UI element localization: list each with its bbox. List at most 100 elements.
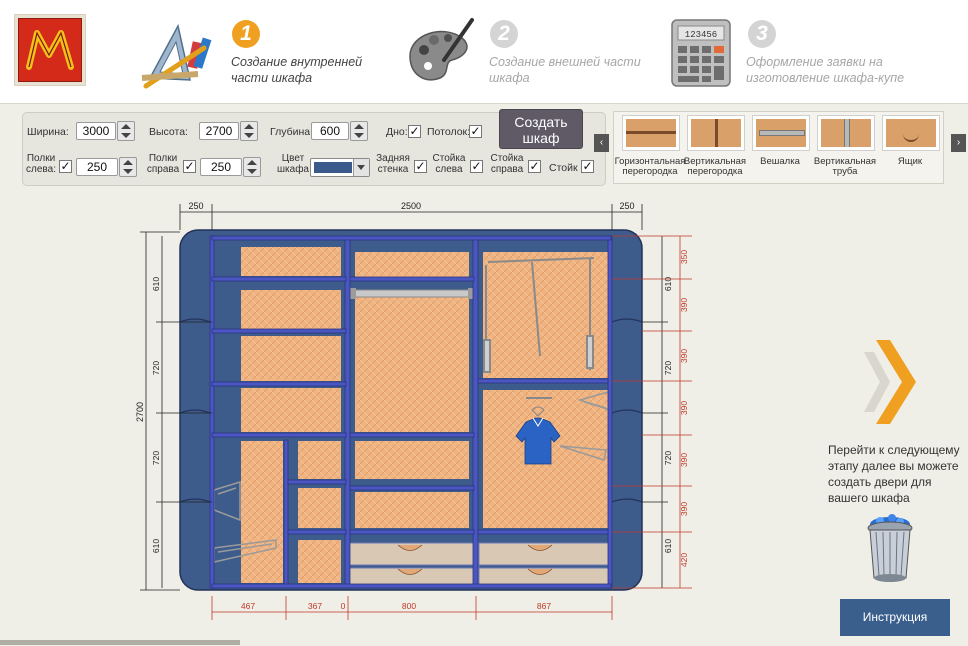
trash-bin-icon[interactable] — [864, 514, 916, 584]
step-3-number: 3 — [748, 20, 776, 48]
bottom-scrollbar[interactable] — [0, 640, 240, 645]
middle-shelf-panel[interactable] — [355, 290, 469, 432]
dim-top-center: 2500 — [401, 201, 421, 211]
height-input[interactable]: 2700 — [199, 122, 239, 140]
paint-palette-icon — [409, 18, 474, 81]
shelves-left-stepper[interactable] — [119, 157, 137, 177]
left-shelf-panel[interactable] — [241, 441, 283, 583]
ceiling-checkbox[interactable]: ✓ — [469, 124, 482, 138]
middle-shelf-panel[interactable] — [355, 252, 469, 277]
post-right-checkbox[interactable]: ✓ — [528, 159, 541, 173]
shelves-right-input[interactable]: 250 — [200, 158, 242, 176]
dim-right-3: 390 — [679, 349, 689, 363]
calculator-display: 123456 — [685, 30, 717, 40]
posts-label: Стойк — [549, 162, 578, 174]
dim-right-6: 390 — [679, 502, 689, 516]
left-shelf-panel[interactable] — [241, 290, 341, 329]
width-stepper[interactable] — [117, 121, 135, 141]
dim-top-left: 250 — [188, 201, 203, 211]
shelves-right-stepper[interactable] — [243, 157, 261, 177]
components-next-button[interactable]: › — [951, 134, 966, 152]
logo[interactable] — [14, 14, 86, 86]
dim-left-3: 720 — [151, 451, 161, 465]
next-step-hint: Перейти к следующему этапу далее вы може… — [828, 443, 960, 505]
dim-bottom-5: 867 — [537, 601, 551, 611]
dim-right-1: 350 — [679, 250, 689, 264]
color-select[interactable] — [310, 158, 370, 177]
depth-input[interactable]: 600 — [311, 122, 349, 140]
dimension-lines-red — [211, 235, 692, 620]
back-wall-checkbox[interactable]: ✓ — [414, 159, 427, 173]
left-shelf-panel[interactable] — [241, 336, 341, 381]
vertical-tube-icon — [817, 115, 875, 151]
left-shelf-panel[interactable] — [241, 388, 341, 432]
left-shelf-panel[interactable] — [298, 540, 341, 583]
left-shelf-panel[interactable] — [298, 441, 341, 479]
calculator-icon: 123456 — [671, 19, 731, 87]
dim-right-2: 390 — [679, 298, 689, 312]
step-1-number: 1 — [232, 20, 260, 48]
next-step-chevron-icon[interactable] — [862, 338, 920, 428]
dim-right-inner-1: 610 — [663, 277, 673, 291]
dim-bottom-4: 800 — [402, 601, 416, 611]
bottom-checkbox[interactable]: ✓ — [408, 124, 421, 138]
dimension-lines-black — [140, 204, 668, 591]
shelves-left-checkbox[interactable]: ✓ — [59, 159, 72, 173]
pull-down-rail[interactable] — [483, 257, 595, 373]
dim-right-inner-2: 720 — [663, 361, 673, 375]
ceiling-label: Потолок: — [427, 126, 471, 138]
dim-right-7: 420 — [679, 553, 689, 567]
shirt-icon — [515, 397, 561, 465]
width-input[interactable]: 3000 — [76, 122, 116, 140]
step-2-number: 2 — [490, 20, 518, 48]
shelves-left-input[interactable]: 250 — [76, 158, 118, 176]
dim-total-height: 2700 — [135, 402, 145, 422]
dim-left-1: 610 — [151, 277, 161, 291]
right-column — [483, 252, 611, 528]
dim-right-4: 390 — [679, 401, 689, 415]
drawers — [348, 542, 611, 589]
chevron-down-icon — [353, 159, 369, 176]
dim-right-inner-4: 610 — [663, 539, 673, 553]
posts-checkbox[interactable]: ✓ — [581, 159, 594, 173]
dim-bottom-2: 367 — [308, 601, 322, 611]
components-prev-button[interactable]: ‹ — [594, 134, 609, 152]
middle-column — [350, 252, 474, 528]
bottom-label: Дно: — [386, 126, 408, 138]
color-swatch — [314, 162, 352, 173]
left-shelf-panel[interactable] — [241, 247, 341, 276]
depth-stepper[interactable] — [350, 121, 368, 141]
side-shelves — [179, 318, 643, 503]
left-shelf-panel[interactable] — [298, 488, 341, 528]
hanger-rod-icon — [752, 115, 810, 151]
middle-shelf-panel[interactable] — [355, 441, 469, 479]
drafting-tools-icon — [141, 23, 212, 89]
post-left-checkbox[interactable]: ✓ — [470, 159, 483, 173]
instruction-button[interactable]: Инструкция — [840, 599, 950, 636]
horizontal-partition-icon — [622, 115, 680, 151]
dim-right-5: 390 — [679, 453, 689, 467]
hanger-rod[interactable] — [351, 289, 473, 298]
dim-left-4: 610 — [151, 539, 161, 553]
height-label: Высота: — [149, 126, 188, 138]
dim-bottom-1: 467 — [241, 601, 255, 611]
horizontal-shelves — [211, 235, 612, 589]
middle-shelf-panel[interactable] — [355, 492, 469, 528]
shelves-right-checkbox[interactable]: ✓ — [183, 159, 196, 173]
height-stepper[interactable] — [240, 121, 258, 141]
logo-letter-icon — [26, 30, 74, 70]
dim-left-2: 720 — [151, 361, 161, 375]
dim-right-inner-3: 720 — [663, 451, 673, 465]
